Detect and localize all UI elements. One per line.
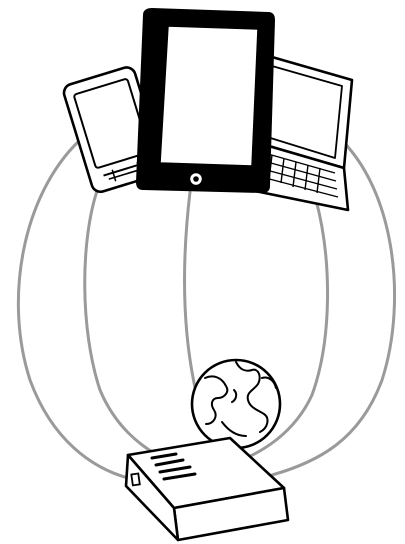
tablet-icon	[136, 8, 275, 193]
router-icon	[126, 438, 288, 540]
earth-globe-icon	[192, 360, 280, 448]
